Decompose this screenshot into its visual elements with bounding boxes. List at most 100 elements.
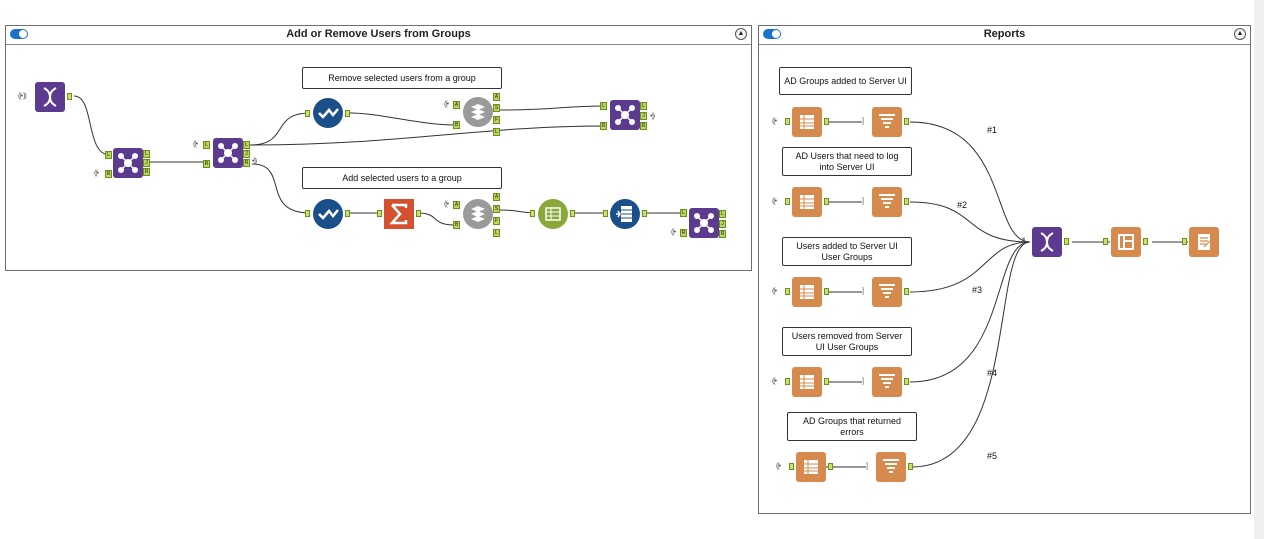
join-anchor-right[interactable]: R xyxy=(680,229,687,237)
union-tool[interactable] xyxy=(538,199,568,229)
input-anchor[interactable] xyxy=(377,210,382,217)
vertical-scrollbar[interactable] xyxy=(1254,0,1264,539)
output-data-tool[interactable] xyxy=(610,199,640,229)
comment-ad-groups-added[interactable]: AD Groups added to Server UI xyxy=(779,67,912,95)
select-records-tool[interactable] xyxy=(313,98,343,128)
input-anchor[interactable] xyxy=(785,288,790,295)
output-anchor[interactable] xyxy=(345,110,350,117)
output-anchor-f[interactable]: F xyxy=(493,116,500,124)
join-anchor-right[interactable]: R xyxy=(203,160,210,168)
join-output-join[interactable]: J xyxy=(143,159,150,167)
input-anchor-a[interactable]: A xyxy=(453,101,460,109)
input-anchor-b[interactable]: B xyxy=(453,121,460,129)
render-tool[interactable] xyxy=(876,452,906,482)
join-anchor-left[interactable]: L xyxy=(600,102,607,110)
render-output-tool[interactable] xyxy=(1189,227,1219,257)
input-anchor[interactable] xyxy=(530,210,535,217)
collapse-icon[interactable]: ▲ xyxy=(735,28,747,40)
table-tool[interactable] xyxy=(792,367,822,397)
input-anchor[interactable] xyxy=(1182,238,1187,245)
output-anchor[interactable] xyxy=(904,198,909,205)
output-anchor-s[interactable]: S xyxy=(493,205,500,213)
output-anchor[interactable] xyxy=(824,118,829,125)
container-enable-toggle[interactable] xyxy=(10,29,28,39)
join-output-left[interactable]: L xyxy=(243,141,250,149)
macro-union-tool[interactable] xyxy=(1032,227,1062,257)
batch-macro-tool[interactable] xyxy=(463,97,493,127)
input-anchor[interactable] xyxy=(785,118,790,125)
input-anchor-a[interactable]: A xyxy=(453,201,460,209)
join-anchor-left[interactable]: L xyxy=(105,151,112,159)
input-anchor[interactable] xyxy=(789,463,794,470)
join-output-left[interactable]: L xyxy=(640,102,647,110)
join-output-right[interactable]: R xyxy=(719,230,726,238)
join-output-left[interactable]: L xyxy=(719,210,726,218)
input-anchor[interactable] xyxy=(785,378,790,385)
macro-input-tool[interactable] xyxy=(35,82,65,112)
join-tool[interactable] xyxy=(610,100,640,130)
container-enable-toggle[interactable] xyxy=(763,29,781,39)
output-anchor-a[interactable]: A xyxy=(493,193,500,201)
render-tool[interactable] xyxy=(872,187,902,217)
join-output-left[interactable]: L xyxy=(143,150,150,158)
join-output-right[interactable]: R xyxy=(640,122,647,130)
join-output-join[interactable]: J xyxy=(640,112,647,120)
comment-add-users[interactable]: Add selected users to a group xyxy=(302,167,502,189)
output-anchor[interactable] xyxy=(828,463,833,470)
join-anchor-left[interactable]: L xyxy=(203,141,210,149)
input-anchor[interactable] xyxy=(785,198,790,205)
summarize-tool[interactable] xyxy=(384,199,414,229)
output-anchor[interactable] xyxy=(824,198,829,205)
output-anchor[interactable] xyxy=(1064,238,1069,245)
input-anchor[interactable] xyxy=(603,210,608,217)
output-anchor-l[interactable]: L xyxy=(493,128,500,136)
input-anchor-b[interactable]: B xyxy=(453,221,460,229)
output-anchor[interactable] xyxy=(1143,238,1148,245)
layout-tool[interactable] xyxy=(1111,227,1141,257)
output-anchor[interactable] xyxy=(570,210,575,217)
join-output-join[interactable]: J xyxy=(719,220,726,228)
output-anchor-a[interactable]: A xyxy=(493,93,500,101)
render-tool[interactable] xyxy=(872,107,902,137)
join-anchor-right[interactable]: R xyxy=(600,122,607,130)
collapse-icon[interactable]: ▲ xyxy=(1234,28,1246,40)
join-tool[interactable] xyxy=(213,138,243,168)
output-anchor-l[interactable]: L xyxy=(493,229,500,237)
input-anchor[interactable] xyxy=(1103,238,1108,245)
join-anchor-right[interactable]: R xyxy=(105,170,112,178)
output-anchor[interactable] xyxy=(824,378,829,385)
render-tool[interactable] xyxy=(872,367,902,397)
select-records-tool[interactable] xyxy=(313,199,343,229)
join-output-right[interactable]: R xyxy=(143,168,150,176)
join-tool[interactable] xyxy=(689,208,719,238)
input-anchor[interactable] xyxy=(305,110,310,117)
output-anchor[interactable] xyxy=(908,463,913,470)
output-anchor[interactable] xyxy=(67,93,72,100)
output-anchor[interactable] xyxy=(904,378,909,385)
input-anchor[interactable] xyxy=(305,210,310,217)
comment-ad-users-login[interactable]: AD Users that need to log into Server UI xyxy=(782,147,912,176)
comment-remove-users[interactable]: Remove selected users from a group xyxy=(302,67,502,89)
join-output-right[interactable]: R xyxy=(243,159,250,167)
table-tool[interactable] xyxy=(796,452,826,482)
comment-users-added[interactable]: Users added to Server UI User Groups xyxy=(782,237,912,266)
join-output-join[interactable]: J xyxy=(243,150,250,158)
table-tool[interactable] xyxy=(792,107,822,137)
output-anchor-f[interactable]: F xyxy=(493,217,500,225)
table-tool[interactable] xyxy=(792,277,822,307)
join-tool[interactable] xyxy=(113,148,143,178)
output-anchor[interactable] xyxy=(416,210,421,217)
render-icon xyxy=(879,374,895,388)
output-anchor[interactable] xyxy=(904,288,909,295)
join-anchor-left[interactable]: L xyxy=(680,209,687,217)
output-anchor[interactable] xyxy=(824,288,829,295)
comment-ad-groups-errors[interactable]: AD Groups that returned errors xyxy=(787,412,917,441)
batch-macro-tool[interactable] xyxy=(463,199,493,229)
output-anchor[interactable] xyxy=(904,118,909,125)
render-tool[interactable] xyxy=(872,277,902,307)
output-anchor-s[interactable]: S xyxy=(493,104,500,112)
table-tool[interactable] xyxy=(792,187,822,217)
output-anchor[interactable] xyxy=(345,210,350,217)
output-anchor[interactable] xyxy=(642,210,647,217)
comment-users-removed[interactable]: Users removed from Server UI User Groups xyxy=(782,327,912,356)
